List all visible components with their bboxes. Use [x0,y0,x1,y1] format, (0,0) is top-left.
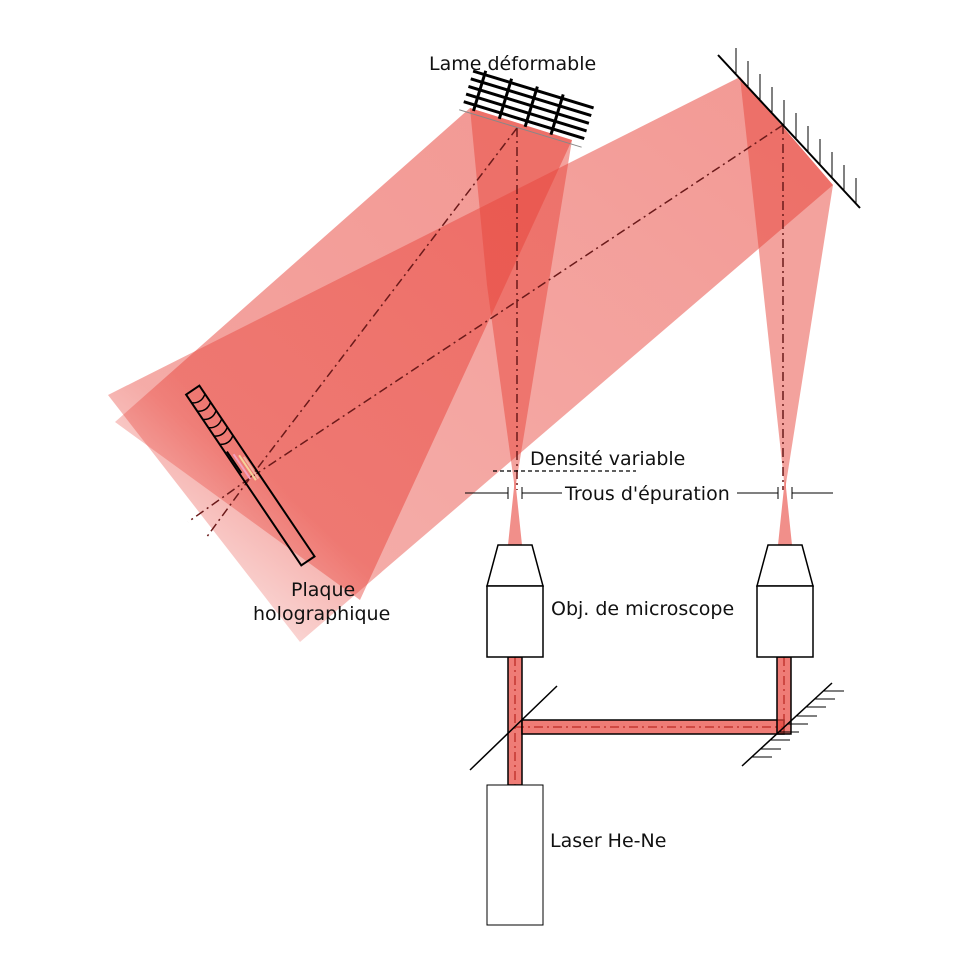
label-variable-density: Densité variable [530,448,686,470]
label-deformable-plate: Lame déformable [429,53,597,75]
cone-right-objective [778,478,792,545]
label-microscope-objective: Obj. de microscope [551,598,735,620]
mirror-top-right [717,48,861,209]
label-pinholes: Trous d'épuration [565,483,730,505]
label-plate-line2: holographique [253,603,391,625]
cone-left-objective [508,478,522,545]
beam-splitter [469,685,558,771]
label-plate-line1: Plaque [291,579,356,601]
label-laser: Laser He-Ne [550,830,667,852]
reference-beam-cone [740,77,833,490]
laser-beam-paths [507,656,792,786]
pinholes [465,487,833,499]
deformable-plate [459,69,595,148]
object-beam [115,108,572,600]
mirror-bottom-right [741,682,844,767]
holographic-plate [184,384,316,567]
object-beam-cone [470,108,572,490]
laser-he-ne [486,784,544,926]
microscope-objective-left [486,544,544,658]
microscope-objective-right [756,544,814,658]
